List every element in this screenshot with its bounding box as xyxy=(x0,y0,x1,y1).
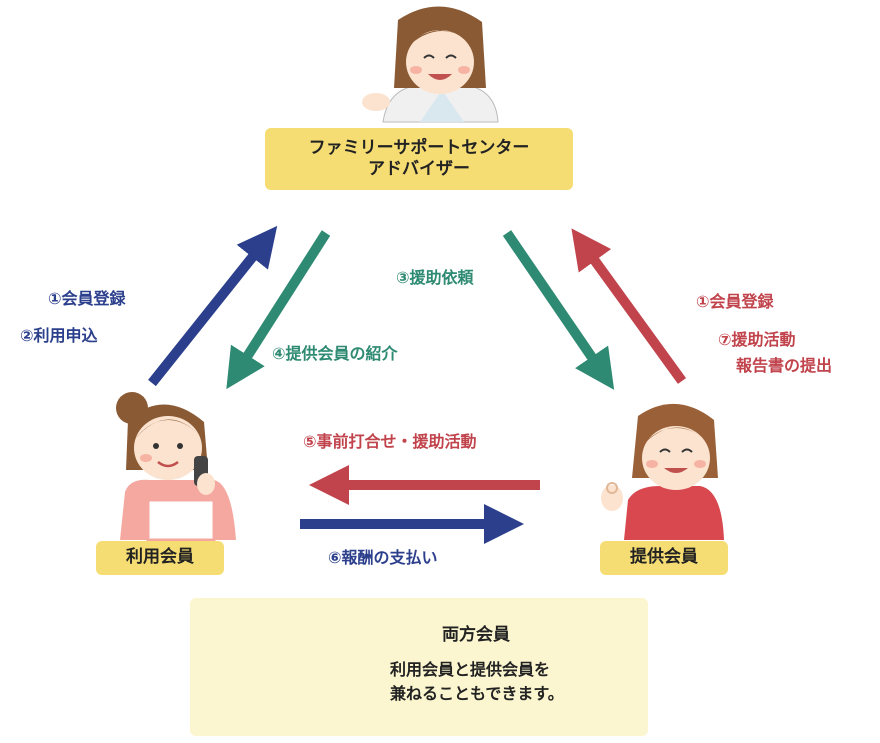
label-member-registration-left: ①会員登録 xyxy=(48,289,126,308)
label-prior-meeting: ⑤事前打合せ・援助活動 xyxy=(303,432,477,451)
both-members-desc-line1: 利用会員と提供会員を xyxy=(390,660,551,679)
user-member-box: 利用会員 xyxy=(96,541,224,575)
arrow-provider-to-center xyxy=(571,228,687,384)
arrow-center-to-provider xyxy=(502,230,615,390)
label-member-registration-right: ①会員登録 xyxy=(696,292,774,311)
provider-member-label: 提供会員 xyxy=(630,547,698,568)
center-title-line2: アドバイザー xyxy=(368,159,470,179)
both-members-desc-line2: 兼ねることもできます。 xyxy=(390,684,564,703)
user-member-label: 利用会員 xyxy=(126,547,194,568)
label-activity-report-line1: ⑦援助活動 xyxy=(718,330,796,349)
label-payment: ⑥報酬の支払い xyxy=(328,548,438,567)
both-members-title: 両方会員 xyxy=(442,625,510,645)
label-usage-application: ②利用申込 xyxy=(20,326,98,345)
center-advisor-box: ファミリーサポートセンター アドバイザー xyxy=(265,128,573,190)
provider-member-box: 提供会員 xyxy=(600,541,728,575)
label-assistance-request: ③援助依頼 xyxy=(396,268,474,287)
label-activity-report-line2: 報告書の提出 xyxy=(736,356,833,375)
center-title-line1: ファミリーサポートセンター xyxy=(308,137,530,158)
arrow-user-to-center xyxy=(148,225,278,387)
provider-woman-illustration xyxy=(601,403,724,540)
label-provider-introduction: ④提供会員の紹介 xyxy=(272,344,398,363)
advisor-woman-illustration xyxy=(362,6,499,123)
both-members-box: 両方会員 利用会員と提供会員を 兼ねることもできます。 xyxy=(190,598,648,736)
user-mother-phone-illustration xyxy=(116,392,236,542)
both-members-description: 利用会員と提供会員を 兼ねることもできます。 xyxy=(390,658,564,706)
arrow-center-to-user xyxy=(226,230,331,390)
